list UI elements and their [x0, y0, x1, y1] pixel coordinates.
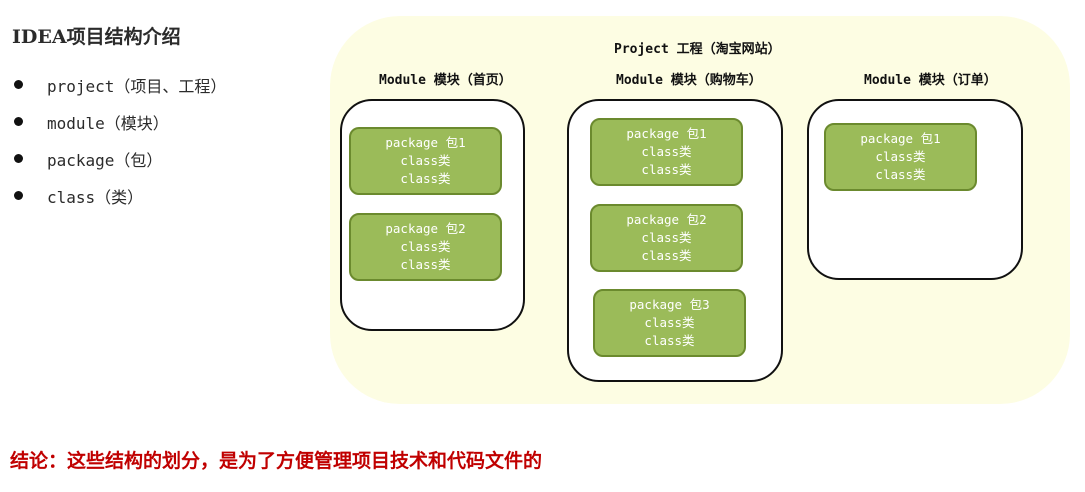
class-label: class类 — [875, 149, 926, 164]
bullet-item: project（项目、工程） — [14, 66, 226, 103]
package-box: package 包3 class类 class类 — [593, 289, 746, 357]
package-box: package 包1 class类 class类 — [590, 118, 743, 186]
bullet-dot-icon — [14, 117, 23, 126]
class-label: class类 — [644, 333, 695, 348]
bullet-dot-icon — [14, 191, 23, 200]
package-name: package 包1 — [626, 126, 707, 141]
bullet-label: package（包） — [47, 150, 163, 170]
bullet-item: class（类） — [14, 177, 226, 214]
package-name: package 包2 — [385, 221, 466, 236]
package-box: package 包2 class类 class类 — [349, 213, 502, 281]
package-name: package 包3 — [629, 297, 710, 312]
class-label: class类 — [644, 315, 695, 330]
class-label: class类 — [641, 144, 692, 159]
package-name: package 包1 — [385, 135, 466, 150]
bullet-dot-icon — [14, 154, 23, 163]
class-label: class类 — [400, 257, 451, 272]
module-label-cart: Module 模块（购物车） — [616, 73, 762, 88]
package-box: package 包1 class类 class类 — [349, 127, 502, 195]
package-box: package 包1 class类 class类 — [824, 123, 977, 191]
page-title: IDEA项目结构介绍 — [12, 26, 181, 48]
module-label-home: Module 模块（首页） — [379, 73, 512, 88]
bullet-label: module（模块） — [47, 113, 169, 133]
class-label: class类 — [641, 248, 692, 263]
package-name: package 包2 — [626, 212, 707, 227]
package-box: package 包2 class类 class类 — [590, 204, 743, 272]
class-label: class类 — [641, 230, 692, 245]
bullet-list: project（项目、工程） module（模块） package（包） cla… — [14, 66, 226, 214]
bullet-label: project（项目、工程） — [47, 76, 227, 96]
package-name: package 包1 — [860, 131, 941, 146]
bullet-item: module（模块） — [14, 103, 226, 140]
conclusion-text: 结论：这些结构的划分，是为了方便管理项目技术和代码文件的 — [10, 450, 543, 472]
class-label: class类 — [400, 171, 451, 186]
class-label: class类 — [641, 162, 692, 177]
bullet-item: package（包） — [14, 140, 226, 177]
project-label: Project 工程（淘宝网站） — [614, 42, 781, 57]
bullet-label: class（类） — [47, 187, 144, 207]
class-label: class类 — [400, 153, 451, 168]
class-label: class类 — [875, 167, 926, 182]
class-label: class类 — [400, 239, 451, 254]
bullet-dot-icon — [14, 80, 23, 89]
module-label-order: Module 模块（订单） — [864, 73, 997, 88]
